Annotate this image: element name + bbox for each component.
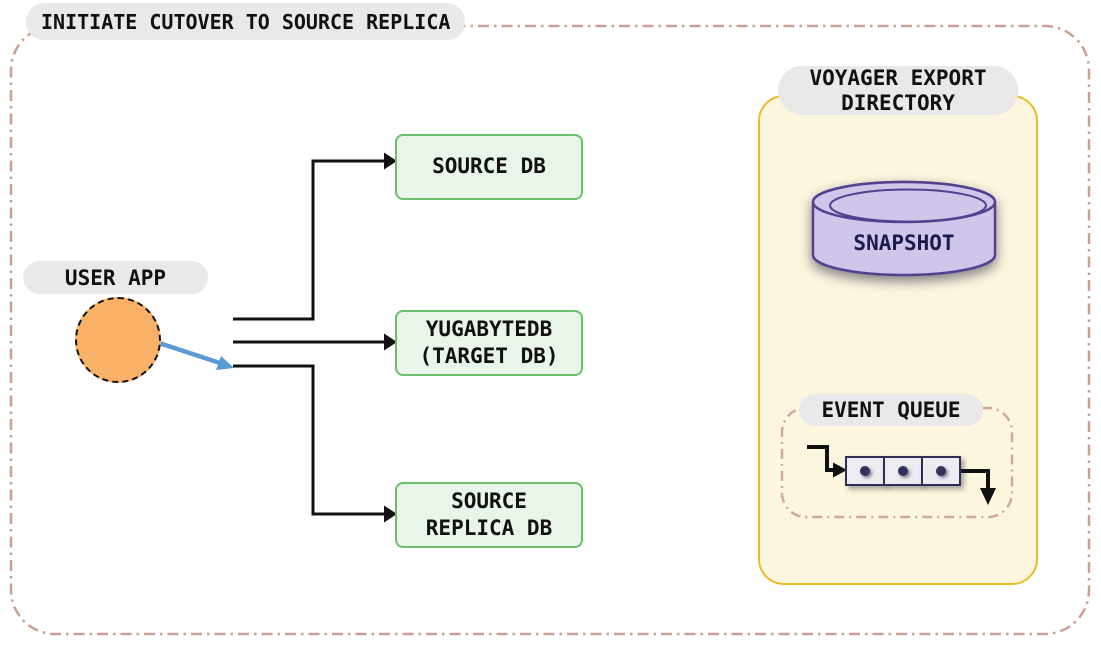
queue-item-dot-icon	[860, 466, 870, 476]
user-app-label: USER APP	[23, 261, 208, 294]
snapshot-label: SNAPSHOT	[853, 231, 955, 255]
voyager-export-directory-panel	[758, 95, 1038, 585]
queue-cells	[845, 456, 961, 486]
yugabytedb-label-line1: YUGABYTEDB	[425, 316, 553, 341]
event-queue-label-text: EVENT QUEUE	[821, 398, 961, 422]
queue-item-dot-icon	[898, 466, 908, 476]
queue-cell	[845, 456, 885, 486]
voyager-title-line2: DIRECTORY	[841, 90, 955, 115]
yugabytedb-label-line2: (TARGET DB)	[419, 344, 559, 368]
user-app-circle-icon	[75, 297, 161, 383]
user-app-label-text: USER APP	[64, 265, 167, 290]
source-replica-label-line1: SOURCE	[451, 488, 527, 513]
queue-cell	[883, 456, 923, 486]
source-replica-label-line2: REPLICA DB	[425, 516, 553, 540]
queue-item-dot-icon	[936, 466, 946, 476]
voyager-panel-title: VOYAGER EXPORT DIRECTORY	[778, 66, 1018, 115]
yugabytedb-target-node: YUGABYTEDB (TARGET DB)	[395, 310, 583, 376]
source-db-node: SOURCE DB	[395, 134, 583, 200]
user-app-cutover-arrow	[150, 338, 223, 366]
source-db-label: SOURCE DB	[432, 154, 546, 179]
diagram-title-text: INITIATE CUTOVER TO SOURCE REPLICA	[41, 9, 451, 34]
source-replica-db-node: SOURCE REPLICA DB	[395, 482, 583, 548]
diagram-title: INITIATE CUTOVER TO SOURCE REPLICA	[26, 3, 466, 40]
cutover-arrowhead-icon	[216, 356, 234, 370]
queue-cell	[921, 456, 961, 486]
event-queue-label: EVENT QUEUE	[799, 394, 983, 426]
connector-to-source-db	[233, 159, 384, 321]
connector-to-source-replica-db	[233, 364, 384, 516]
voyager-title-line1: VOYAGER EXPORT	[809, 66, 987, 91]
